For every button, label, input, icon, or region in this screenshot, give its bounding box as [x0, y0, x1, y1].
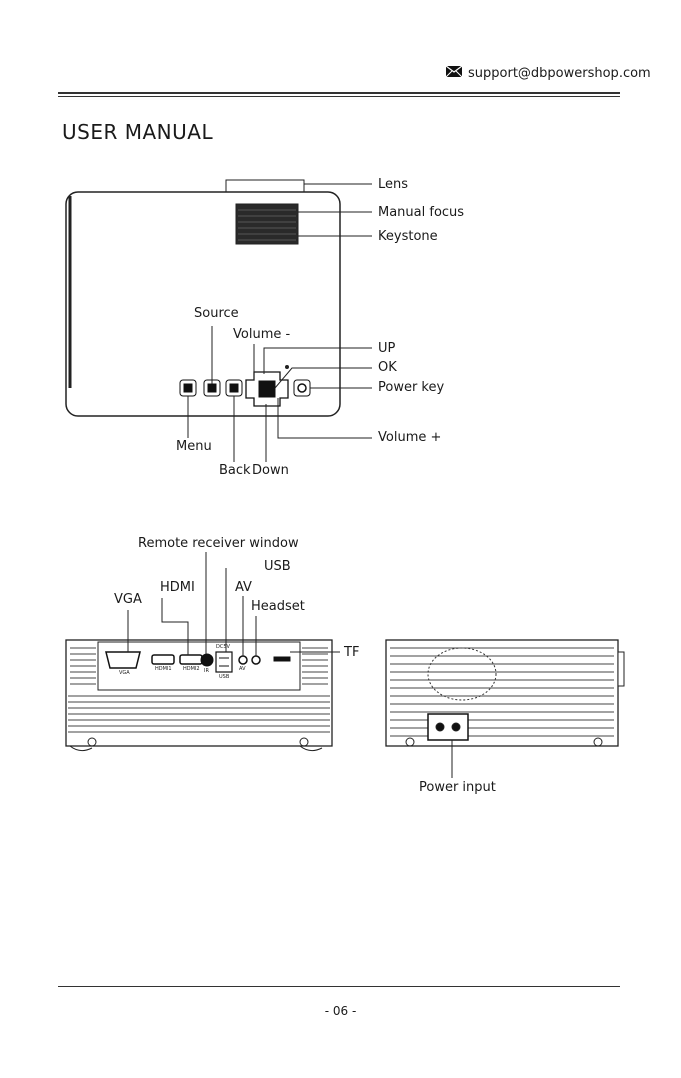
label-power-input: Power input [419, 780, 496, 795]
port-mark-ir: IR [204, 668, 209, 674]
label-up: UP [378, 341, 395, 356]
label-power-key: Power key [378, 380, 444, 395]
label-remote-receiver: Remote receiver window [138, 536, 299, 551]
label-av: AV [235, 580, 252, 595]
label-volume-minus: Volume - [233, 327, 290, 342]
footer-rule [58, 986, 620, 987]
projector-top-view [66, 180, 340, 416]
label-tf: TF [344, 645, 359, 660]
label-usb: USB [264, 559, 291, 574]
projector-rear-view [66, 640, 332, 751]
label-ok: OK [378, 360, 397, 375]
label-hdmi: HDMI [160, 580, 195, 595]
projector-side-view [386, 640, 624, 746]
port-mark-hdmi2: HDMI2 [183, 666, 200, 672]
label-source: Source [194, 306, 239, 321]
label-headset: Headset [251, 599, 305, 614]
port-mark-dc5v: DC5V [216, 644, 230, 650]
port-mark-usb: USB [219, 674, 229, 680]
label-manual-focus: Manual focus [378, 205, 464, 220]
label-lens: Lens [378, 177, 408, 192]
port-mark-vga: VGA [119, 670, 130, 676]
label-down: Down [252, 463, 289, 478]
label-vga: VGA [114, 592, 142, 607]
port-mark-av: AV [239, 666, 246, 672]
port-mark-hdmi1: HDMI1 [155, 666, 172, 672]
page-number: - 06 - [0, 1004, 681, 1018]
label-back: Back [219, 463, 251, 478]
label-menu: Menu [176, 439, 212, 454]
label-volume-plus: Volume + [378, 430, 441, 445]
label-keystone: Keystone [378, 229, 438, 244]
